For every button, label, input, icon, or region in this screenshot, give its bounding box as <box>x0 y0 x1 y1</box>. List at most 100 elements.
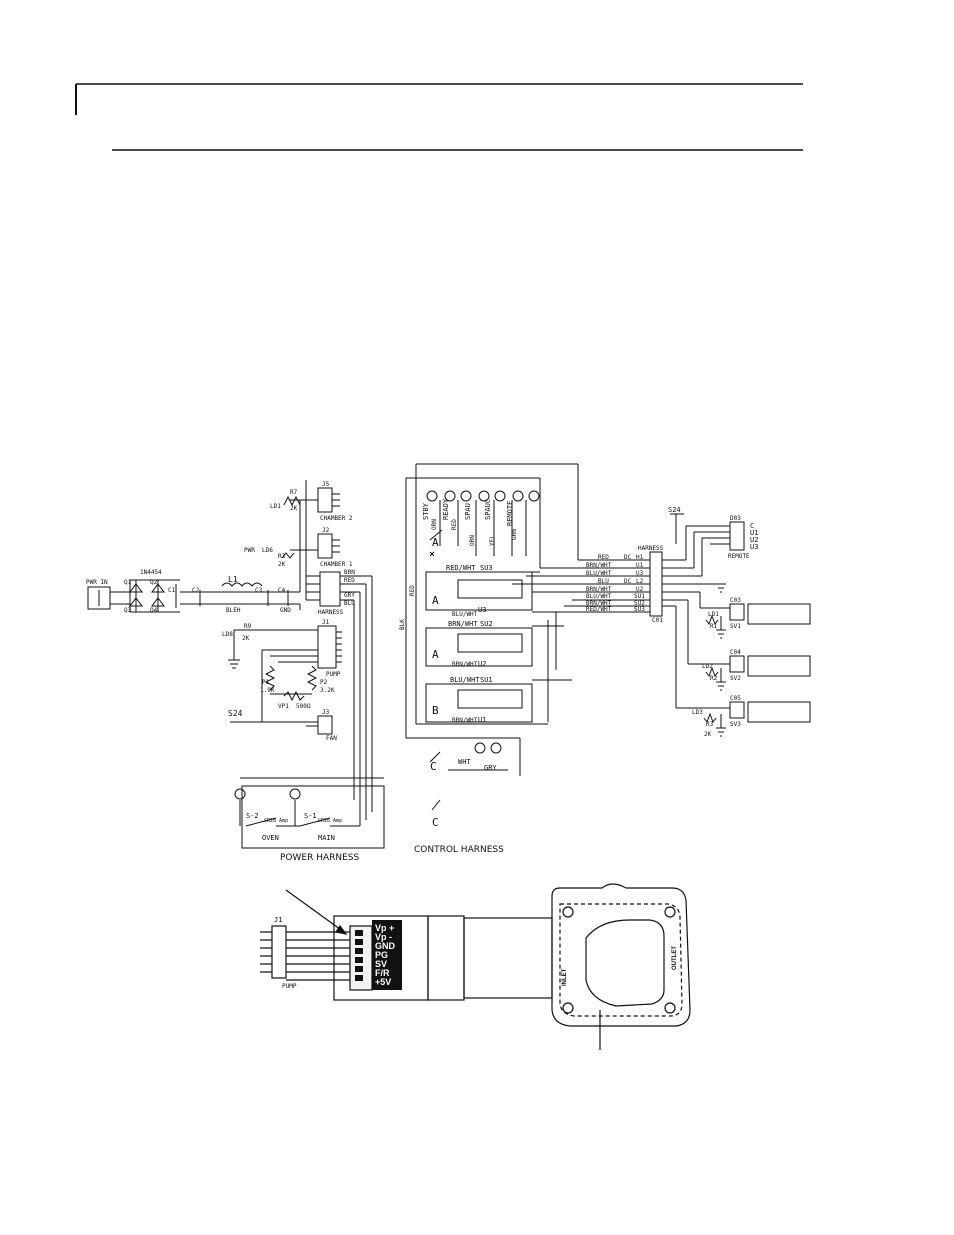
chamber2-label: CHAMBER 2 <box>320 515 353 522</box>
wire-row-6-color: BLU/WHT <box>586 593 612 600</box>
s2-rating: CR28 Amp <box>264 818 288 824</box>
lamp-stby: STBY <box>422 502 430 520</box>
left-power-board <box>87 480 385 849</box>
j2-label: J2 <box>322 527 330 534</box>
relay-su2-box <box>425 627 533 667</box>
pin-sv: SV <box>375 959 387 969</box>
pin-gnd: GND <box>375 941 396 951</box>
wire-grn: GRN <box>511 529 518 540</box>
valve-ld1: LD1 <box>708 611 719 618</box>
harness-connector-right <box>649 551 663 617</box>
c2-label: C2 <box>192 587 200 594</box>
pin-vp-minus: Vp - <box>375 932 392 942</box>
pin-fr: F/R <box>375 968 390 978</box>
relay-su2-sub: BRN/WHT <box>452 661 478 668</box>
wire-yel: YEL <box>489 535 496 546</box>
wire-orn-2: ORN <box>469 535 476 546</box>
wire-row-1-sig: DC <box>624 554 632 561</box>
wire-row-8-id: SU3 <box>634 606 645 613</box>
pot-p2 <box>306 665 318 691</box>
j1-plug-drawing <box>271 925 287 979</box>
wire-row-1-id: H1 <box>636 554 644 561</box>
remote-connector <box>729 521 745 551</box>
valve-sv3: SV3 <box>730 721 741 728</box>
pump-labels: J1 PUMP Vp + Vp - GND PG SV F/R +5V INLE… <box>274 916 678 990</box>
inlet-label: INLET <box>562 968 568 986</box>
remote-pin-u1: U1 <box>750 529 758 537</box>
j5-label: J5 <box>322 481 330 488</box>
remote-pin-c: C <box>750 522 754 530</box>
relay-c <box>406 737 521 811</box>
valve-r-value: 2K <box>704 731 712 738</box>
ld1-label: LD1 <box>270 503 281 510</box>
gry-label: GRY <box>484 764 497 772</box>
valve-sv3-box <box>747 701 811 723</box>
r3-label: R3 <box>278 553 286 560</box>
relay-su2-switch: A <box>432 648 439 661</box>
harness-label-right: HARNESS <box>638 545 664 552</box>
inductor-l1 <box>221 582 263 587</box>
valve-r3: R3 <box>706 721 714 728</box>
relay-c-switch: C <box>430 760 437 773</box>
relay-su3-wire: RED/WHT <box>446 564 476 572</box>
j3-label: J3 <box>322 709 330 716</box>
wire-row-2-color: BRN/WHT <box>586 562 612 569</box>
relay-su1-wire: BLU/WHT <box>450 676 480 684</box>
harness-wire-1: BRN <box>344 569 355 576</box>
wire-row-4-color: BLU <box>598 578 609 585</box>
relay-su1-coil <box>457 689 523 709</box>
wire-row-4-id: L2 <box>636 578 644 585</box>
j1-pump-connector <box>317 625 337 669</box>
pump-collar <box>427 915 465 1001</box>
valve-ld3: LD3 <box>692 709 703 716</box>
inductor-label: L1 <box>228 575 238 584</box>
pwr-label: PWR <box>244 547 255 554</box>
blk-label: BLK <box>399 619 406 630</box>
wire-orn-1: ORN <box>431 519 438 530</box>
harness-wire-2: RED <box>344 577 355 584</box>
j5-connector <box>317 487 333 513</box>
wire-row-3-id: U3 <box>636 570 644 577</box>
page-rules <box>75 83 803 151</box>
wire-row-7-color: BRN/WHT <box>586 600 612 607</box>
relay-a-top <box>429 529 443 557</box>
control-harness <box>405 463 579 811</box>
relay-c-switch-lower: C <box>432 816 439 829</box>
remote-label: REMOTE <box>728 553 750 560</box>
c3-label: C3 <box>255 587 263 594</box>
p2-label: P2 <box>320 679 328 686</box>
relay-su3-box <box>425 571 533 611</box>
pwr-in-connector <box>87 586 111 610</box>
r9-label: R9 <box>244 623 252 630</box>
pump-conn-label-drawing: PUMP <box>282 983 297 990</box>
q2-label: Q2 <box>150 579 158 586</box>
indicator-lamps <box>426 490 540 556</box>
right-board-labels: S24 HARNESS C01 D03 REMOTE C U1 U2 U3 RE… <box>586 506 758 738</box>
pwr-in-label: PWR IN <box>86 579 108 586</box>
j3-fan-connector <box>317 715 333 735</box>
wire-row-3-color: BLU/WHT <box>586 570 612 577</box>
vp1-value: 500Ω <box>296 703 311 710</box>
s2-label: S-2 <box>246 812 259 820</box>
power-harness-box <box>241 785 385 849</box>
pump-j1-label: J1 <box>274 916 282 924</box>
vp1-label: VP1 <box>278 703 289 710</box>
remote-pin-u2: U2 <box>750 536 758 544</box>
j2-connector <box>317 533 333 559</box>
harness-label-left: HARNESS <box>318 609 344 616</box>
lamp-spauc: SPAUC <box>484 499 492 520</box>
wire-row-6-id: SU1 <box>634 593 645 600</box>
gnd-label: GND <box>280 607 291 614</box>
r9-value: 2K <box>242 635 250 642</box>
relay-su1-box <box>425 683 533 723</box>
p2-value: 3.2K <box>320 687 335 694</box>
remote-pin-u3: U3 <box>750 543 758 551</box>
lamp-ready: READY <box>442 498 450 520</box>
pin-pg: PG <box>375 950 388 960</box>
valve-sv2: SV2 <box>730 675 741 682</box>
pot-p1 <box>264 665 276 691</box>
control-harness-label: CONTROL HARNESS <box>414 845 504 855</box>
c04-label: C04 <box>730 649 741 656</box>
pot-vp1 <box>283 690 305 702</box>
